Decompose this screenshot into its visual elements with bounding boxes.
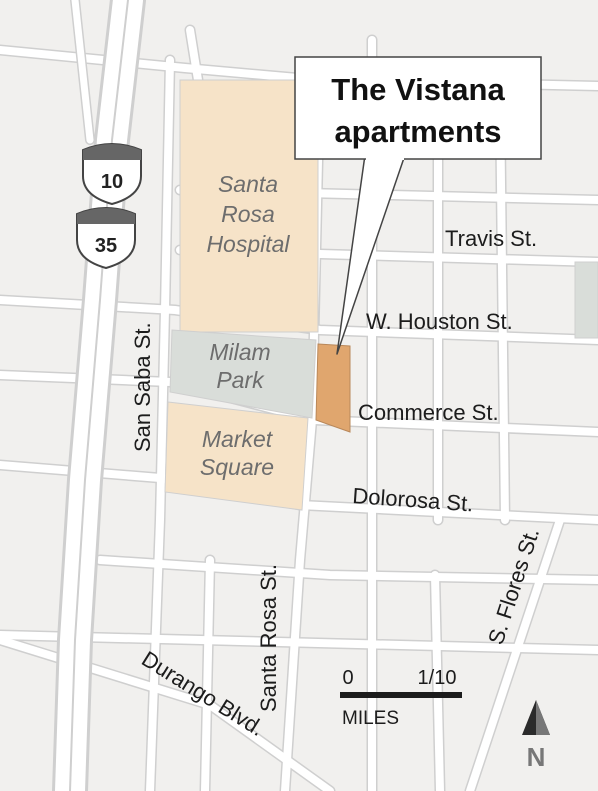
label-hospital-3: Hospital [206, 231, 290, 257]
scale-zero: 0 [342, 667, 353, 689]
vistana-site [315, 343, 351, 433]
north-arrow-shade [536, 700, 550, 735]
label-hospital-2: Rosa [221, 201, 275, 227]
label-santa-rosa-st: Santa Rosa St. [256, 564, 281, 712]
north-label: N [527, 742, 546, 772]
scale-unit: MILES [342, 708, 399, 729]
callout-box [294, 56, 542, 160]
label-market-1: Market [202, 426, 274, 452]
label-commerce-st: Commerce St. [358, 400, 499, 425]
label-hospital-1: Santa [218, 171, 278, 197]
label-travis-st: Travis St. [445, 226, 537, 251]
area-green-block [574, 261, 598, 339]
shield-i35-number: 35 [95, 235, 117, 257]
shield-i10-number: 10 [101, 171, 123, 193]
callout-line-1: The Vistana [331, 72, 505, 107]
interstate-corridor [52, 0, 146, 791]
area-milam-park [169, 329, 317, 419]
label-san-saba-st: San Saba St. [130, 322, 155, 452]
shield-i10: 10 [82, 143, 142, 206]
label-w-houston-st: W. Houston St. [366, 309, 513, 334]
north-arrow: N [522, 700, 550, 772]
label-park-2: Park [216, 367, 265, 393]
area-market-square [164, 401, 309, 511]
scale-line [340, 692, 462, 698]
shield-i35: 35 [76, 207, 136, 270]
callout-joint [366, 154, 404, 160]
callout-line-2: apartments [334, 114, 501, 149]
label-park-1: Milam [209, 339, 270, 365]
scale-tenth: 1/10 [418, 667, 457, 689]
label-market-2: Square [200, 454, 274, 480]
scale-bar: 0 1/10 MILES [340, 667, 462, 729]
